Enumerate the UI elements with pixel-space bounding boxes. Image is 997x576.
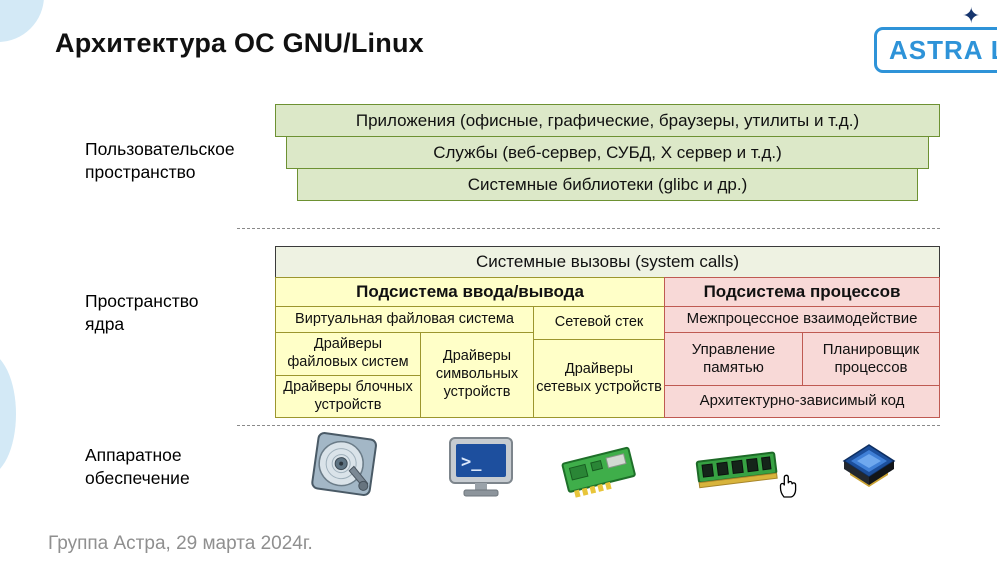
footer-credit: Группа Астра, 29 марта 2024г. (48, 533, 313, 554)
svg-text:>_: >_ (461, 452, 482, 472)
cell-process-scheduler: Планировщик процессов (802, 332, 940, 386)
star-icon: ✦ (962, 3, 981, 28)
ram-icon (694, 446, 780, 501)
label-kernel-space: Пространство ядра (85, 291, 199, 335)
cell-vfs: Виртуальная файловая система (275, 306, 534, 333)
syscalls-bar: Системные вызовы (system calls) (275, 246, 940, 278)
io-subsystem-header: Подсистема ввода/вывода (275, 277, 665, 307)
dashed-separator-top (237, 228, 940, 229)
decor-blob-left (0, 352, 16, 476)
cell-net-drivers: Драйверы сетевых устройств (533, 339, 665, 418)
terminal-icon: >_ (448, 436, 514, 503)
label-hardware: Аппаратное обеспечение (85, 445, 190, 489)
cell-fs-drivers: Драйверы файловых систем (275, 332, 421, 376)
logo-text: ASTRA LINUX (889, 34, 997, 65)
cell-char-drivers: Драйверы символьных устройств (420, 332, 534, 418)
network-card-icon (558, 442, 642, 505)
cell-arch-dependent-code: Архитектурно-зависимый код (664, 385, 940, 418)
cell-network-stack: Сетевой стек (533, 306, 665, 340)
cell-ipc: Межпроцессное взаимодействие (664, 306, 940, 333)
dashed-separator-bottom (237, 425, 940, 426)
cell-memory-management: Управление памятью (664, 332, 803, 386)
cpu-icon (840, 441, 898, 500)
label-user-space: Пользовательское пространство (85, 139, 235, 183)
user-space-row-libraries: Системные библиотеки (glibc и др.) (297, 168, 918, 201)
page-title: Архитектура ОС GNU/Linux (55, 28, 424, 58)
hdd-icon (308, 431, 380, 504)
cell-block-drivers: Драйверы блочных устройств (275, 375, 421, 418)
user-space-row-applications: Приложения (офисные, графические, браузе… (275, 104, 940, 137)
decor-blob-top-left (0, 0, 44, 42)
user-space-row-services: Службы (веб-сервер, СУБД, X сервер и т.д… (286, 136, 929, 169)
astra-linux-logo: ASTRA LINUX (874, 27, 997, 73)
hand-cursor-icon (776, 472, 800, 505)
process-subsystem-header: Подсистема процессов (664, 277, 940, 307)
